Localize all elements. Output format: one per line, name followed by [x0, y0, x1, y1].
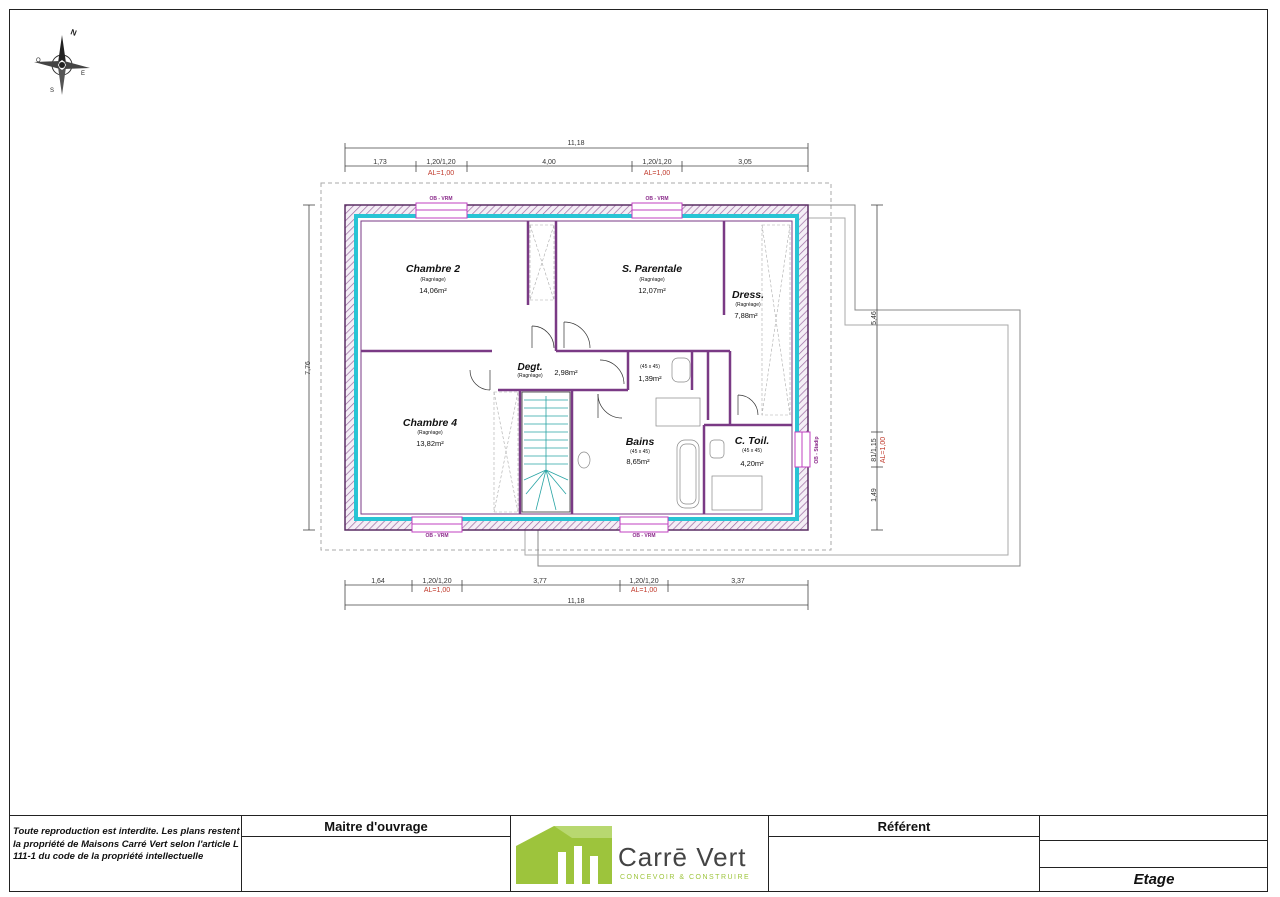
outer-boundary: [320, 182, 832, 551]
title-block-top-line: [9, 815, 1268, 816]
dim-bot-seg4: 1,20/1,20: [629, 578, 658, 585]
room-sparentale-area: 12,07m²: [638, 286, 666, 295]
room-chambre4-sub: (Ragréage): [417, 430, 443, 436]
dim-top-al1: AL=1,00: [428, 170, 454, 177]
level-label: Etage: [1133, 871, 1175, 888]
dim-bot-al2: AL=1,00: [631, 587, 657, 594]
right-cell-2: [1039, 840, 1268, 868]
dim-right-top: 5,46: [871, 311, 878, 325]
room-ctoil-area: 4,20m²: [740, 459, 764, 468]
room-dress-area: 7,88m²: [734, 311, 758, 320]
window-label-br: OB - VRM: [632, 533, 655, 539]
dim-top-seg1: 1,73: [373, 159, 387, 166]
door-swings: [469, 321, 759, 419]
window-label-tr: OB - VRM: [645, 196, 668, 202]
room-ctoil-name: C. Toil.: [735, 435, 770, 447]
dim-bot-seg2: 1,20/1,20: [422, 578, 451, 585]
dim-top-total: 11,18: [568, 140, 585, 147]
window-label-bl: OB - VRM: [425, 533, 448, 539]
room-degt-name: Degt.: [518, 362, 543, 373]
dim-bot-seg3: 3,77: [533, 578, 547, 585]
bathroom-fixtures: [577, 357, 763, 511]
room-bains-area: 8,65m²: [626, 457, 650, 466]
dim-left: 7,76: [305, 361, 312, 375]
dim-bot-al1: AL=1,00: [424, 587, 450, 594]
dim-right-bottom: 1,49: [871, 488, 878, 502]
dim-bot-seg5: 3,37: [731, 578, 745, 585]
room-sparentale-name: S. Parentale: [622, 263, 682, 275]
room-dress-name: Dress.: [732, 289, 764, 301]
drawing-frame: [9, 9, 1268, 892]
right-cell-1: [1039, 815, 1268, 841]
right-cell-3: [1039, 867, 1268, 892]
dimension-top: 11,18 1,73 1,20/1,20 4,00 1,20/1,20 3,05…: [344, 140, 809, 177]
logo: Carrē Vert CONCEVOIR & CONSTRUIRE: [512, 816, 768, 891]
window-label-tl: OB - VRM: [429, 196, 452, 202]
logo-tagline: CONCEVOIR & CONSTRUIRE: [620, 874, 751, 881]
room-sparentale-sub: (Ragréage): [639, 277, 665, 283]
room-degt-sub: (Ragréage): [517, 373, 543, 379]
compass-s: S: [50, 88, 54, 94]
dim-bot-seg1: 1,64: [371, 578, 385, 585]
interior-partitions: [361, 221, 792, 514]
room-chambre2-sub: (Ragréage): [420, 277, 446, 283]
room-wc-area: 1,39m²: [638, 374, 662, 383]
maitre-ouvrage-label: Maitre d'ouvrage: [324, 819, 428, 834]
staircase: [521, 391, 571, 513]
room-labels: Chambre 2 (Ragréage) 14,06m² S. Parental…: [403, 263, 770, 468]
room-bains-name: Bains: [626, 436, 655, 448]
room-chambre2-area: 14,06m²: [419, 286, 447, 295]
room-ctoil-sub: (45 x 45): [742, 448, 762, 454]
room-wc-sub: (45 x 45): [640, 364, 660, 370]
dim-bot-total: 11,18: [568, 598, 585, 605]
dim-top-seg2: 1,20/1,20: [426, 159, 455, 166]
dim-right-window: 81/1,15: [871, 438, 878, 461]
room-bains-sub: (45 x 45): [630, 449, 650, 455]
compass-o: O: [36, 58, 41, 64]
room-chambre4-name: Chambre 4: [403, 417, 457, 429]
dim-right-al: AL=1,00: [880, 437, 887, 463]
dim-top-seg4: 1,20/1,20: [642, 159, 671, 166]
closet-outlines: [493, 224, 791, 513]
compass-e: E: [81, 71, 85, 77]
compass-n: N: [69, 27, 78, 38]
copyright-notice: Toute reproduction est interdite. Les pl…: [13, 826, 240, 862]
logo-name: Carrē Vert: [618, 842, 747, 872]
referent-label: Référent: [877, 819, 931, 834]
terrace-outline: [537, 204, 1021, 567]
dimension-sides: 7,76 5,46 81/1,15 AL=1,00 1,49: [303, 204, 887, 531]
room-chambre2-name: Chambre 2: [406, 263, 460, 275]
maitre-header-line: [241, 815, 511, 837]
room-chambre4-area: 13,82m²: [416, 439, 444, 448]
room-degt-area: 2,98m²: [554, 368, 578, 377]
window-label-r: OB - Stadip: [814, 436, 820, 463]
compass-rose-icon: N S E O: [34, 27, 90, 95]
windows: [411, 202, 811, 533]
dimension-bottom: 1,64 1,20/1,20 3,77 1,20/1,20 3,37 AL=1,…: [344, 578, 809, 610]
room-dress-sub: (Ragréage): [735, 302, 761, 308]
dim-top-seg3: 4,00: [542, 159, 556, 166]
dim-top-al2: AL=1,00: [644, 170, 670, 177]
dim-top-seg5: 3,05: [738, 159, 752, 166]
